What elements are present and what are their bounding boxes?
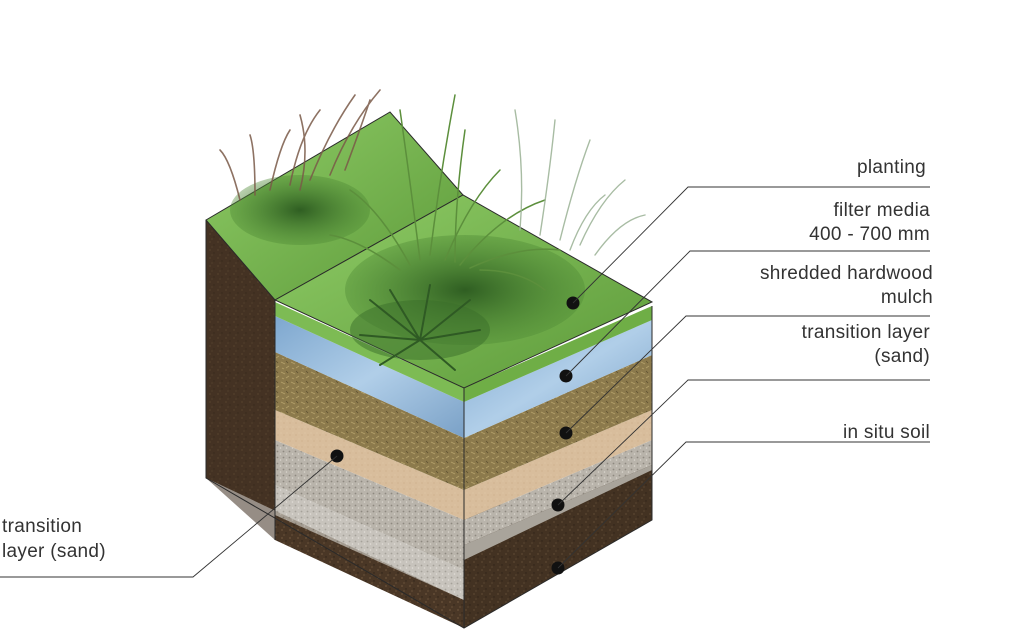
mulch-layer-right — [464, 306, 652, 402]
label-transition-left-line2: layer (sand) — [2, 541, 106, 562]
gravel-lower-left — [275, 485, 464, 600]
leader-mulch — [565, 315, 930, 434]
label-filter-media-line1: filter media — [833, 200, 930, 221]
leader-in-situ-soil — [557, 441, 930, 569]
planted-surface — [205, 111, 654, 389]
leader-transition-left — [0, 455, 338, 578]
leader-planting — [572, 186, 930, 304]
gravel-layer-right — [464, 440, 652, 545]
label-mulch-line1: shredded hardwood — [760, 263, 933, 284]
label-transition-right-line1: transition layer — [802, 322, 931, 343]
label-transition-left-line1: transition — [2, 516, 82, 537]
label-planting: planting — [857, 157, 926, 178]
block-edges — [205, 220, 653, 629]
planting-grasses — [219, 89, 646, 371]
water-layer-right — [464, 320, 652, 438]
leader-lines — [0, 186, 930, 578]
label-transition-right-line2: (sand) — [874, 346, 930, 367]
layer-stack-left-face — [275, 302, 464, 600]
gravel-lower-right — [464, 465, 652, 560]
filter-media-layer-left — [275, 352, 464, 490]
filter-media-layer-right — [464, 355, 652, 490]
layer-labels: planting filter media 400 - 700 mm shred… — [2, 157, 933, 562]
sand-layer-right — [464, 410, 652, 520]
layer-stack-right-face — [464, 306, 652, 560]
label-mulch-line2: mulch — [881, 287, 933, 308]
sand-layer-left — [275, 410, 464, 520]
leader-transition-right — [557, 379, 930, 506]
mulch-layer-left — [275, 302, 464, 402]
gravel-layer-left — [275, 440, 464, 570]
soil-left-edge-face — [206, 220, 275, 540]
leader-filter-media — [565, 250, 930, 377]
label-in-situ-soil: in situ soil — [843, 422, 930, 443]
label-filter-media-line2: 400 - 700 mm — [809, 224, 930, 245]
water-layer-left — [275, 316, 464, 438]
